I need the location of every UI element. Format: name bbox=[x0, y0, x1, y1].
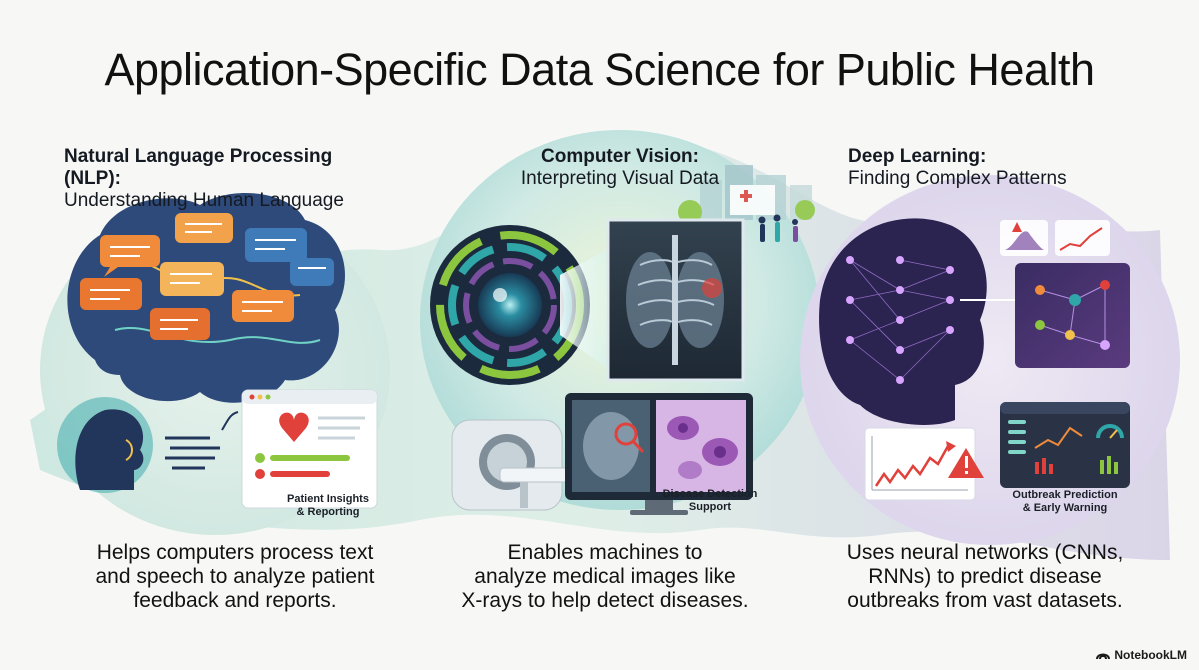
dl-scene bbox=[800, 175, 1180, 545]
caption-line: & Reporting bbox=[296, 506, 360, 518]
text-stream bbox=[165, 436, 220, 470]
description-line: analyze medical images like bbox=[474, 565, 736, 588]
caption-line: Outbreak Prediction bbox=[1012, 489, 1118, 501]
speech-bubble bbox=[232, 290, 294, 322]
description-nlp: Helps computers process text and speech … bbox=[40, 541, 430, 613]
people-walking bbox=[758, 214, 798, 242]
dashboard-panel bbox=[1000, 402, 1130, 488]
description-line: X-rays to help detect diseases. bbox=[461, 589, 749, 612]
section-heading-nlp: Natural Language Processing (NLP): Under… bbox=[64, 146, 364, 212]
description-line: outbreaks from vast datasets. bbox=[847, 589, 1123, 612]
cv-scene bbox=[420, 130, 820, 515]
speech-bubble bbox=[100, 235, 160, 277]
network-graph-panel bbox=[1015, 263, 1130, 368]
caption-disease-detection: Disease Detection Support bbox=[640, 488, 780, 514]
page-title: Application-Specific Data Science for Pu… bbox=[104, 44, 1095, 95]
caption-line: & Early Warning bbox=[1022, 502, 1108, 514]
brand-name: NotebookLM bbox=[1114, 648, 1187, 662]
section-title: Deep Learning: bbox=[848, 146, 987, 167]
description-line: Uses neural networks (CNNs, bbox=[846, 541, 1124, 564]
speech-bubble bbox=[160, 262, 224, 296]
description-line: and speech to analyze patient bbox=[95, 565, 375, 588]
gauge-icon bbox=[1096, 424, 1124, 439]
chest-xray-image bbox=[606, 218, 745, 382]
description-line: feedback and reports. bbox=[133, 589, 337, 612]
speech-bubble bbox=[175, 213, 233, 243]
section-heading-cv: Computer Vision: Interpreting Visual Dat… bbox=[470, 146, 770, 190]
description-line: Helps computers process text bbox=[96, 541, 374, 564]
caption-patient-insights: Patient Insights & Reporting bbox=[258, 493, 398, 519]
description-dl: Uses neural networks (CNNs, RNNs) to pre… bbox=[780, 541, 1190, 613]
section-title: Computer Vision: bbox=[541, 146, 699, 167]
patient-report-window bbox=[241, 389, 378, 509]
section-heading-dl: Deep Learning: Finding Complex Patterns bbox=[848, 146, 1148, 190]
caption-line: Patient Insights bbox=[287, 493, 369, 505]
caption-outbreak-prediction: Outbreak Prediction & Early Warning bbox=[990, 489, 1140, 515]
description-line: RNNs) to predict disease bbox=[868, 565, 1102, 588]
hospital-skyline bbox=[678, 165, 815, 224]
caption-line: Disease Detection bbox=[662, 488, 758, 500]
brand-watermark: NotebookLM bbox=[1096, 648, 1187, 662]
nlp-scene bbox=[40, 193, 390, 535]
section-title: Natural Language Processing (NLP): bbox=[64, 146, 333, 189]
heart-icon bbox=[279, 412, 309, 442]
section-subtitle: Understanding Human Language bbox=[64, 190, 344, 211]
arrow-icon bbox=[221, 411, 239, 431]
person-head-icon bbox=[57, 397, 153, 493]
description-cv: Enables machines to analyze medical imag… bbox=[415, 541, 795, 613]
warning-icon bbox=[1012, 222, 1022, 232]
speech-bubble bbox=[245, 228, 307, 262]
neural-network-head bbox=[819, 218, 987, 425]
warning-icon bbox=[948, 448, 984, 478]
speech-bubble bbox=[150, 308, 210, 340]
brain-wiring bbox=[114, 326, 321, 344]
speech-bubble bbox=[290, 258, 334, 286]
magnifier-icon bbox=[614, 422, 638, 446]
section-subtitle: Finding Complex Patterns bbox=[848, 168, 1067, 189]
section-subtitle: Interpreting Visual Data bbox=[520, 168, 720, 189]
notebooklm-logo-icon bbox=[1096, 653, 1111, 660]
description-line: Enables machines to bbox=[507, 541, 703, 564]
camera-lens-icon bbox=[430, 225, 590, 385]
caption-line: Support bbox=[688, 501, 732, 513]
mini-charts bbox=[1000, 220, 1110, 256]
diagnosis-monitor bbox=[565, 393, 753, 515]
speech-bubble bbox=[80, 278, 142, 310]
